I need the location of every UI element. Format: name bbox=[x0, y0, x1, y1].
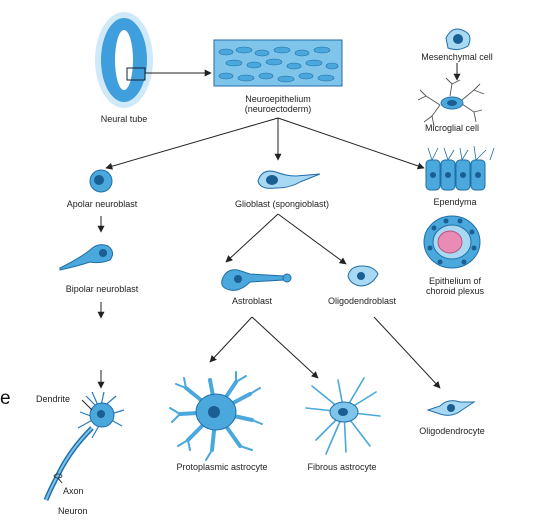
astroblast-illustration bbox=[221, 269, 292, 291]
label-astroblast: Astroblast bbox=[231, 296, 273, 306]
axon-pointer bbox=[57, 477, 63, 484]
label-protoplasmic-astrocyte: Protoplasmic astrocyte bbox=[176, 462, 268, 472]
label-neuroectoderm: (neuroectoderm) bbox=[244, 104, 312, 114]
arrow-to-protoplasmic-astrocyte bbox=[209, 316, 253, 363]
glioblast-illustration bbox=[257, 170, 321, 189]
label-ependyma: Ependyma bbox=[433, 197, 477, 207]
bipolar-neuroblast-illustration bbox=[59, 244, 114, 271]
choroid-plexus-illustration bbox=[423, 215, 481, 269]
arrow-to-astroblast bbox=[225, 213, 279, 263]
label-microglial-cell: Microglial cell bbox=[424, 123, 480, 133]
neuroepithelium-illustration bbox=[213, 39, 343, 87]
arrow-to-oligodendrocyte bbox=[373, 316, 441, 389]
mesenchymal-cell-illustration bbox=[445, 28, 471, 51]
arrow-to-apolar-neuroblast bbox=[105, 117, 279, 170]
ependyma-illustration bbox=[425, 145, 495, 191]
arrow-to-fibrous-astrocyte bbox=[251, 316, 319, 379]
microglial-cell-illustration bbox=[417, 77, 485, 127]
label-bipolar-neuroblast: Bipolar neuroblast bbox=[65, 284, 139, 294]
label-mesenchymal-cell: Mesenchymal cell bbox=[421, 52, 493, 62]
label-apolar-neuroblast: Apolar neuroblast bbox=[66, 199, 138, 209]
label-glioblast: Glioblast (spongioblast) bbox=[234, 199, 330, 209]
fibrous-astrocyte-illustration bbox=[305, 377, 381, 455]
label-fibrous-astrocyte: Fibrous astrocyte bbox=[307, 462, 377, 472]
label-choroid-epithelium: Epithelium of bbox=[428, 276, 482, 286]
arrow-to-ependyma bbox=[277, 117, 425, 170]
label-neuron: Neuron bbox=[58, 506, 88, 516]
label-choroid-plexus: choroid plexus bbox=[425, 286, 485, 296]
label-neuroepithelium: Neuroepithelium bbox=[245, 94, 311, 104]
label-axon: Axon bbox=[63, 486, 84, 496]
neural-tube-illustration bbox=[95, 12, 153, 108]
neuron-illustration bbox=[43, 391, 125, 501]
protoplasmic-astrocyte-illustration bbox=[169, 371, 263, 461]
stray-letter: e bbox=[0, 388, 11, 409]
arrow-to-oligodendroblast bbox=[277, 213, 347, 265]
oligodendroblast-illustration bbox=[347, 265, 379, 287]
oligodendrocyte-illustration bbox=[426, 400, 476, 416]
label-oligodendrocyte: Oligodendrocyte bbox=[419, 426, 485, 436]
label-neural-tube: Neural tube bbox=[100, 114, 148, 124]
label-oligodendroblast: Oligodendroblast bbox=[327, 296, 397, 306]
arrows bbox=[57, 63, 461, 484]
label-dendrite: Dendrite bbox=[36, 394, 71, 404]
apolar-neuroblast-illustration bbox=[89, 169, 113, 193]
dendrite-pointer bbox=[81, 399, 93, 411]
